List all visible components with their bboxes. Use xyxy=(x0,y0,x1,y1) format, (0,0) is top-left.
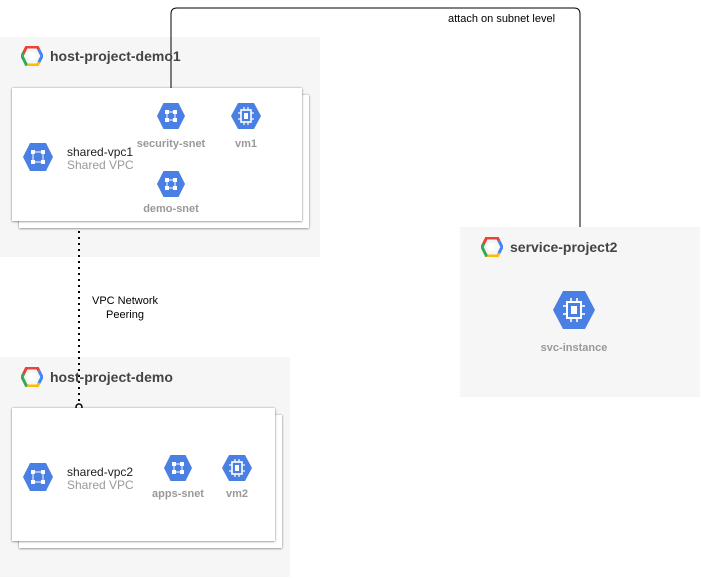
svc-instance-label: svc-instance xyxy=(540,342,608,354)
gcp-logo-icon xyxy=(21,367,43,387)
subnet-icon xyxy=(157,171,185,197)
security-snet-label: security-snet xyxy=(136,138,206,150)
vpc-network-icon xyxy=(23,143,53,171)
demo-snet-label: demo-snet xyxy=(143,203,199,215)
attach-edge-label: attach on subnet level xyxy=(448,13,556,25)
shared-vpc1-type: Shared VPC xyxy=(67,158,134,172)
peering-label-line1: VPC Network xyxy=(91,295,159,307)
subnet-icon xyxy=(164,455,192,481)
shared-vpc2-type: Shared VPC xyxy=(67,478,134,492)
vm1-label: vm1 xyxy=(234,138,258,150)
vm2-label: vm2 xyxy=(225,488,249,500)
peering-label-line2: Peering xyxy=(106,309,144,321)
subnet-icon xyxy=(157,103,185,129)
compute-engine-icon xyxy=(553,291,595,329)
compute-engine-icon xyxy=(231,103,261,129)
service-project2-title: service-project2 xyxy=(510,239,618,255)
host-project-demo1-title: host-project-demo1 xyxy=(50,48,181,64)
host-project-demo-title: host-project-demo xyxy=(50,369,173,385)
shared-vpc2-name: shared-vpc2 xyxy=(67,465,134,479)
gcp-logo-icon xyxy=(481,237,503,257)
attach-edge-line xyxy=(167,7,581,227)
peering-edge-label: VPC Network Peering xyxy=(82,294,168,322)
vpc-network-icon xyxy=(23,463,53,491)
compute-engine-icon xyxy=(222,455,252,481)
apps-snet-label: apps-snet xyxy=(152,488,204,500)
shared-vpc1-name: shared-vpc1 xyxy=(67,145,134,159)
gcp-logo-icon xyxy=(21,46,43,66)
